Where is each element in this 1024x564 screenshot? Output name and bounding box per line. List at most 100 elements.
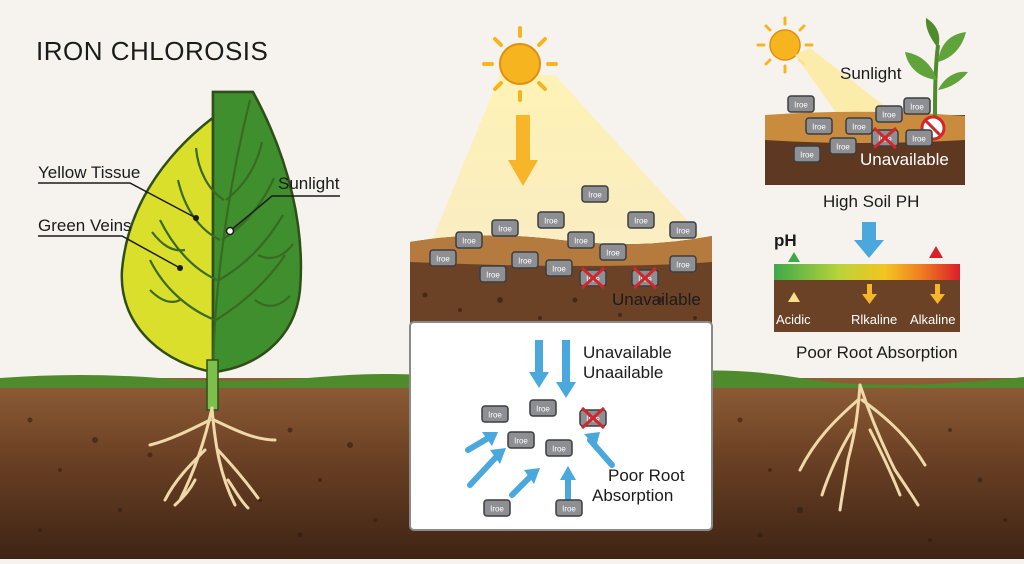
iron-particle-label: Iroe [514,437,528,446]
iron-particle-label: Iroe [676,261,690,270]
right-unavailable-label: Unavailable [860,150,949,169]
iron-particle-icon: Iroe [787,95,815,113]
iron-particle-icon: Iroe [579,406,607,430]
center-sunlight [430,26,710,245]
iron-particle-label: Iroe [488,411,502,420]
seedling-icon [905,18,968,119]
ph-label: pH [774,231,797,250]
green-veins-label: Green Veins [38,216,132,235]
page-title: IRON CHLOROSIS [36,36,269,66]
soil-slab-specks [422,292,697,320]
sun-beam [430,75,710,245]
leaf-green-half [211,90,303,374]
iron-particle-icon: Iroe [579,266,607,290]
alkaline-label: Alkaline [910,312,956,327]
ph-acid-marker [788,252,800,262]
iron-particle-icon: Iroe [429,249,457,267]
iron-particle-icon: Iroe [511,251,539,269]
leaf-sunlight-label: Sunlight [278,174,340,193]
iron-particle-icon: Iroe [545,259,573,277]
iron-particle-icon: Iroe [903,97,931,115]
soil-slab-top [410,235,712,266]
leaf-callout-lines [38,182,340,269]
iron-particle-label: Iroe [552,265,566,274]
iron-particle-label: Iroe [812,123,826,132]
iron-particle-icon: Iroe [483,499,511,517]
iron-particle-icon: Iroe [669,255,697,273]
iron-particle-icon: Iroe [507,431,535,449]
inset-down-arrows [529,340,576,398]
soil-unavailable-label: Unavailable [612,290,701,309]
ph-gradient-bar [774,264,960,280]
green-veins-dot [177,265,183,271]
ph-down-arrows [862,284,945,304]
ph-blue-arrow [854,222,884,258]
chlorotic-leaf-plant [38,90,340,510]
iron-particle-label: Iroe [462,237,476,246]
unavailable-cross-icon [580,406,606,430]
iron-particle-icon: Iroe [537,211,565,229]
down-arrow-shaft [516,115,530,165]
iron-particle-icon: Iroe [793,145,821,163]
inset-up-arrows [465,434,615,503]
down-arrow-icon [508,160,538,186]
poor-root-label: Poor Root [608,466,685,485]
unavailable-cross-icon [872,126,898,150]
right-soil-panel [756,16,968,512]
inset-unavailable-label: Unavailable [583,343,672,362]
unavailable-cross-icon [580,266,606,290]
iron-particle-icon: Iroe [875,105,903,123]
ph-alkaline-marker [929,246,943,258]
iron-particle-label: Iroe [910,103,924,112]
iron-particle-icon: Iroe [545,439,573,457]
iron-particle-icon: Iroe [455,231,483,249]
unavailable-cross-icon [632,266,658,290]
iron-particle-label: Iroe [912,135,926,144]
absorption-label: Absorption [592,486,674,505]
right-roots [798,383,927,512]
iron-particle-icon: Iroe [905,129,933,147]
leaf-yellow-half [120,90,254,374]
iron-particle-label: Iroe [588,191,602,200]
iron-particle-label: Iroe [552,445,566,454]
iron-particle-icon: Iroe [805,117,833,135]
iron-particle-label: Iroe [562,505,576,514]
iron-particle-label: Iroe [794,101,808,110]
iron-particle-icon: Iroe [829,137,857,155]
iron-particle-icon: Iroe [479,265,507,283]
center-soil-slab [410,235,712,330]
iron-particle-label: Iroe [544,217,558,226]
acidic-label: Acidic [776,312,811,327]
sun-icon [482,26,558,102]
iron-particle-label: Iroe [436,255,450,264]
high-soil-ph-label: High Soil PH [823,192,920,211]
rlkaline-label: Rlkaline [851,312,898,327]
inset-up-arrowheads [482,432,600,484]
right-sun-icon [756,16,814,74]
iron-particle-label: Iroe [498,225,512,234]
iron-particle-icon: Iroe [555,499,583,517]
yellow-tissue-dot [193,215,199,221]
iron-particle-icon: Iroe [567,231,595,249]
iron-particle-label: Iroe [606,249,620,258]
iron-particle-label: Iroe [536,405,550,414]
iron-particle-icon: Iroe [481,405,509,423]
iron-particle-icon: Iroe [581,185,609,203]
iron-particle-icon: Iroe [631,266,659,290]
iron-particle-icon: Iroe [491,219,519,237]
poor-root-absorption-label: Poor Root Absorption [796,343,958,362]
inset-box [409,321,713,531]
triangle-marker-icon [788,292,800,302]
leaf-stem [206,359,219,411]
iron-particle-label: Iroe [490,505,504,514]
iron-particle-label: Iroe [486,271,500,280]
sunlight-dot [225,226,235,236]
iron-particle-icon: Iroe [871,126,899,150]
center-inset [409,321,713,531]
iron-particle-label: Iroe [634,217,648,226]
iron-particle-icon: Iroe [599,243,627,261]
iron-particle-label: Iroe [574,237,588,246]
grass-strip [0,370,1024,388]
